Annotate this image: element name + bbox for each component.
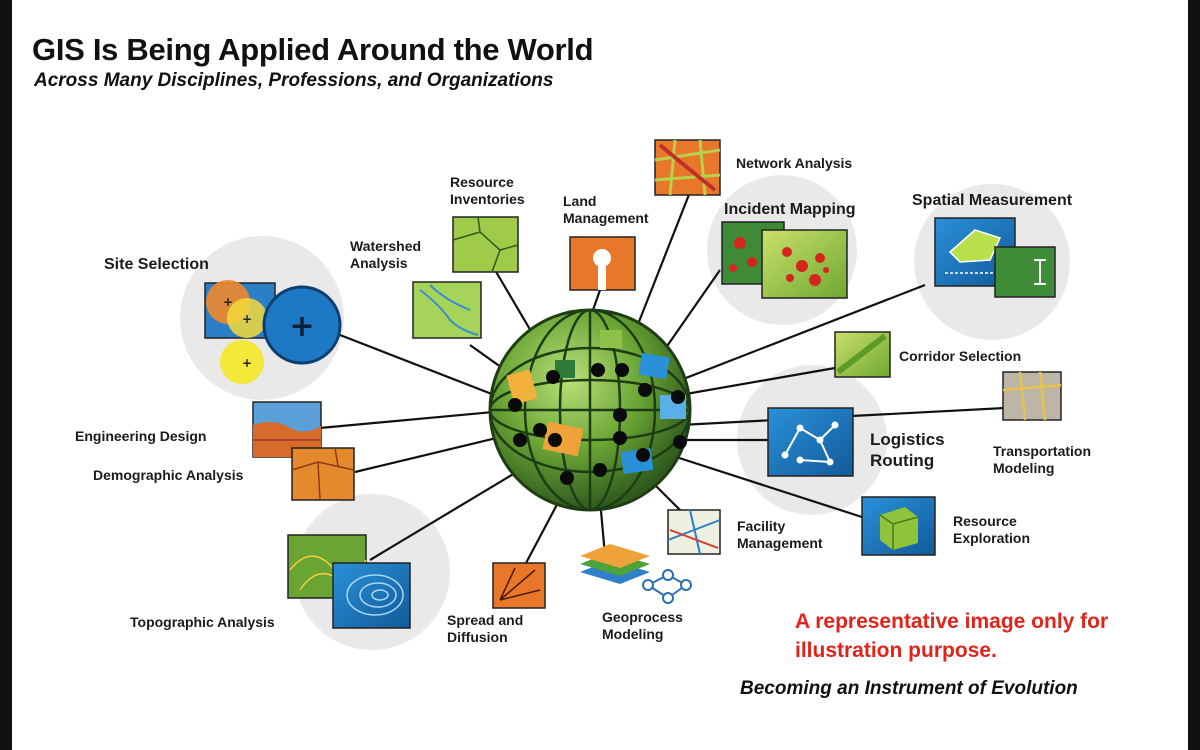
label-spatial-measurement: Spatial Measurement [912, 192, 1073, 209]
label-geoprocess-modeling: Geoprocess Modeling [602, 609, 683, 642]
illustration-note: A representative image only for illustra… [795, 610, 1109, 662]
tagline: Becoming an Instrument of Evolution [740, 678, 1078, 699]
demographic-analysis-icon [291, 447, 355, 501]
watershed-analysis-icon [412, 281, 482, 339]
label-land-management: Land Management [563, 193, 649, 226]
facility-management-icon [667, 509, 721, 555]
svg-text:+: + [289, 309, 314, 344]
label-transportation-modeling: Transportation Modeling [993, 443, 1092, 476]
corridor-selection-icon [834, 331, 891, 378]
logistics-routing-icon [767, 407, 854, 477]
topographic-analysis-icon [287, 534, 411, 629]
page-title: GIS Is Being Applied Around the World [32, 32, 594, 67]
label-spread-and-diffusion: Spread and Diffusion [447, 612, 524, 645]
label-corridor-selection: Corridor Selection [899, 348, 1022, 364]
resource-inventories-icon [452, 216, 519, 273]
svg-text:+: + [242, 356, 252, 370]
spread-and-diffusion-icon [492, 562, 546, 609]
globe-icon [488, 308, 692, 512]
svg-text:+: + [242, 312, 252, 326]
incident-mapping-icon [721, 221, 848, 299]
label-network-analysis: Network Analysis [736, 155, 853, 171]
label-engineering-design: Engineering Design [75, 428, 207, 444]
label-topographic-analysis: Topographic Analysis [130, 614, 275, 630]
label-resource-exploration: Resource Exploration [953, 513, 1031, 546]
site-selection-icon: + + + + [204, 280, 342, 384]
land-management-icon [569, 236, 636, 291]
label-logistics-routing: Logistics Routing [870, 430, 945, 470]
label-incident-mapping: Incident Mapping [724, 201, 856, 218]
resource-exploration-icon [861, 496, 936, 556]
transportation-modeling-icon [1002, 371, 1062, 421]
label-watershed-analysis: Watershed Analysis [350, 238, 422, 271]
label-resource-inventories: Resource Inventories [450, 174, 525, 207]
network-analysis-icon [654, 139, 721, 196]
geoprocess-modeling-icon [580, 544, 692, 604]
spatial-measurement-icon [934, 217, 1056, 298]
svg-text:+: + [223, 295, 233, 309]
label-site-selection: Site Selection [104, 256, 209, 273]
label-demographic-analysis: Demographic Analysis [93, 467, 244, 483]
page-subtitle: Across Many Disciplines, Professions, an… [34, 70, 554, 91]
label-facility-management: Facility Management [737, 518, 823, 551]
